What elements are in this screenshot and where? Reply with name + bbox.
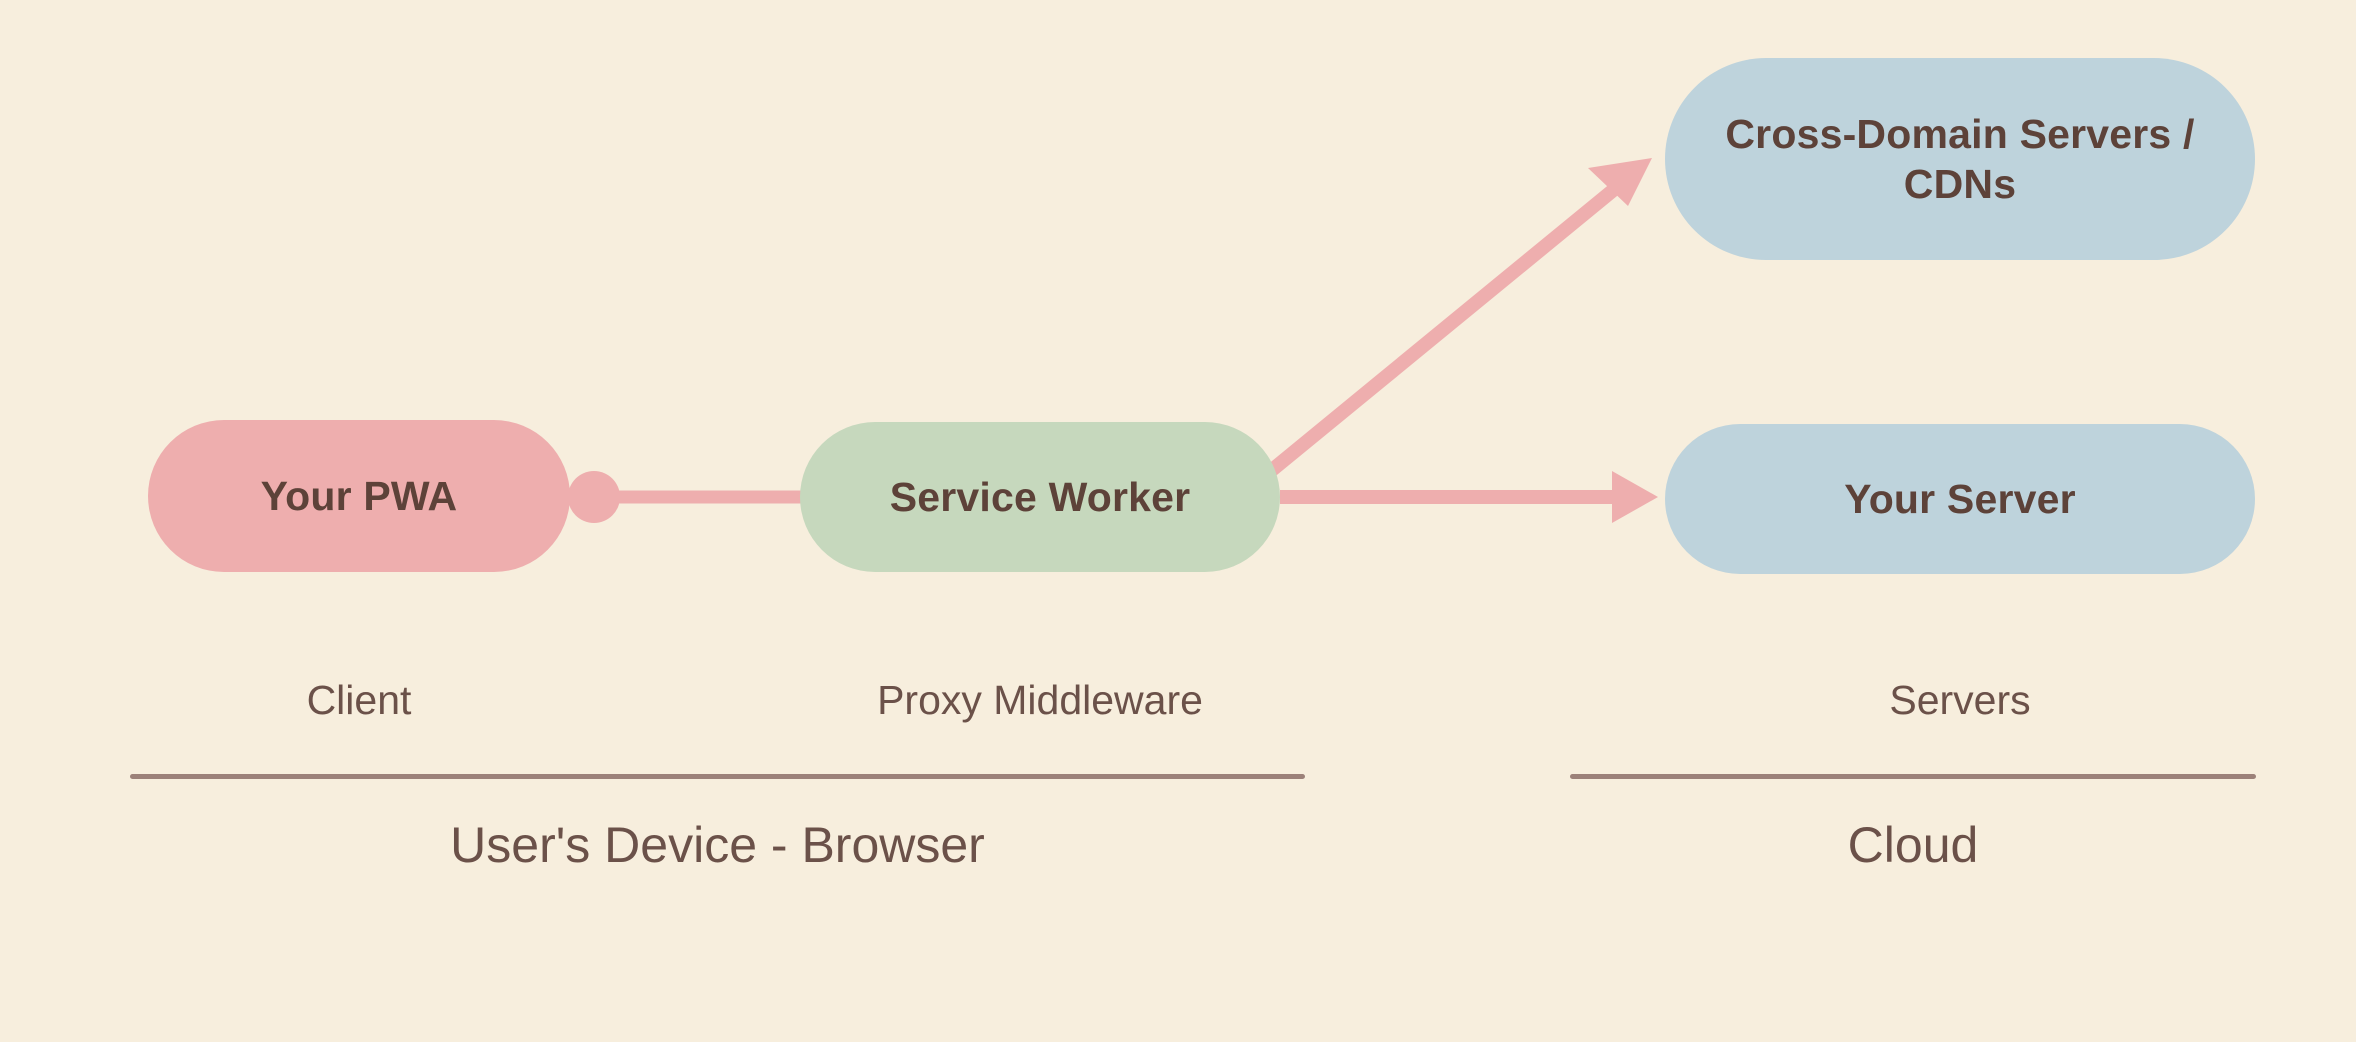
edge-service-worker-to-your-server <box>1280 471 1658 523</box>
node-your-pwa-label: Your PWA <box>260 472 458 519</box>
arrowhead-icon-cdn <box>1588 158 1652 206</box>
node-service-worker[interactable]: Service Worker <box>800 422 1280 572</box>
edge-service-worker-to-cross-domain <box>1267 158 1652 476</box>
zone-divider-device <box>130 774 1305 779</box>
node-cross-domain-servers[interactable]: Cross-Domain Servers / CDNs <box>1665 58 2255 260</box>
arrowhead-icon-server <box>1612 471 1658 523</box>
node-service-worker-label: Service Worker <box>889 473 1191 520</box>
node-your-pwa[interactable]: Your PWA <box>148 420 570 572</box>
zone-label-proxy-middleware: Proxy Middleware <box>877 677 1203 723</box>
zone-title-cloud: Cloud <box>1847 817 1979 873</box>
zone-label-client: Client <box>306 677 412 723</box>
node-your-server[interactable]: Your Server <box>1665 424 2255 574</box>
zone-title-users-device-browser: User's Device - Browser <box>450 817 985 873</box>
edge-line-sw-cdn <box>1267 172 1633 476</box>
edge-pwa-to-service-worker <box>568 471 805 523</box>
zone-label-servers: Servers <box>1889 677 2031 723</box>
node-cross-domain-servers-label: Cross-Domain Servers / CDNs <box>1725 110 2195 207</box>
zone-divider-cloud <box>1570 774 2256 779</box>
node-your-server-label: Your Server <box>1844 475 2076 522</box>
edge-start-dot-icon <box>568 471 620 523</box>
